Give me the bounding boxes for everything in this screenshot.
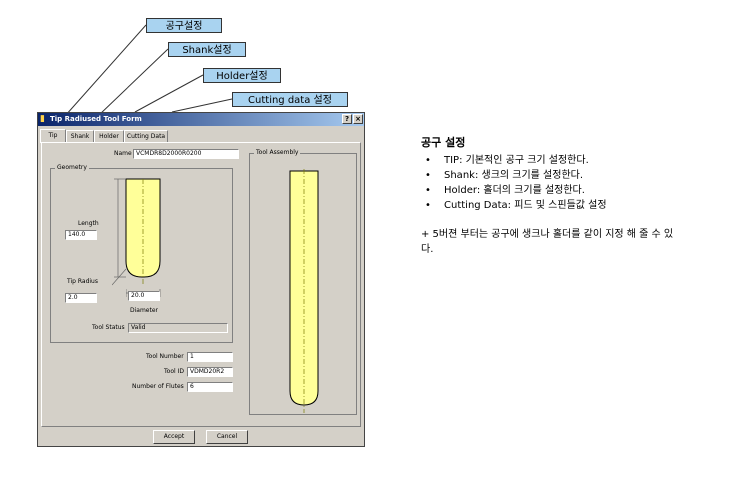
tool-status-label: Tool Status xyxy=(92,324,125,331)
name-label: Name xyxy=(114,150,132,157)
tool-number-label: Tool Number xyxy=(146,353,184,360)
tool-assembly-group: Tool Assembly xyxy=(249,149,357,415)
callout-cutting-data-settings: Cutting data 설정 xyxy=(232,92,348,107)
bullet-icon: • xyxy=(425,185,431,196)
version-note: + 5버젼 부터는 공구에 생크나 홀더를 같이 지정 해 줄 수 있다. xyxy=(421,229,674,255)
help-button[interactable]: ? xyxy=(342,114,352,124)
description-block: 공구 설정 •TIP: 기본적인 공구 크기 설정한다. •Shank: 생크의… xyxy=(421,136,721,257)
callout-holder-settings: Holder설정 xyxy=(203,68,281,83)
description-list: •TIP: 기본적인 공구 크기 설정한다. •Shank: 생크의 크기를 설… xyxy=(421,153,721,213)
tool-assembly-diagram xyxy=(289,169,319,413)
dialog-title: Tip Radiused Tool Form xyxy=(50,115,142,123)
tab-tip[interactable]: Tip xyxy=(40,129,66,143)
length-label: Length xyxy=(78,220,99,227)
list-item: •Cutting Data: 피드 및 스핀들값 설정 xyxy=(425,200,607,211)
tab-holder[interactable]: Holder xyxy=(94,130,124,142)
tool-status-field: Valid xyxy=(128,323,228,333)
bullet-icon: • xyxy=(425,155,431,166)
geometry-group: Geometry xyxy=(50,164,233,343)
tab-cutting-data[interactable]: Cutting Data xyxy=(124,130,168,142)
tool-number-input[interactable]: 1 xyxy=(187,352,233,362)
tool-assembly-title: Tool Assembly xyxy=(254,149,301,157)
list-item: •Shank: 생크의 크기를 설정한다. xyxy=(425,170,584,181)
tool-form-dialog: ▮ Tip Radiused Tool Form ? × Tip Shank H… xyxy=(37,112,365,447)
length-input[interactable]: 140.0 xyxy=(65,230,97,240)
diameter-label: Diameter xyxy=(130,307,159,314)
bullet-icon: • xyxy=(425,200,431,211)
tip-geometry-diagram xyxy=(112,178,161,286)
diameter-input[interactable]: 20.0 xyxy=(128,291,160,301)
tool-id-label: Tool ID xyxy=(164,368,184,375)
tip-radius-label: Tip Radius xyxy=(67,278,98,285)
cancel-button[interactable]: Cancel xyxy=(206,430,248,444)
tip-tab-panel: Name VCMDR8D2000R0200 Geometry Length 14… xyxy=(41,142,361,427)
name-input[interactable]: VCMDR8D2000R0200 xyxy=(133,149,239,159)
geometry-title: Geometry xyxy=(55,164,89,172)
tip-radius-input[interactable]: 2.0 xyxy=(65,293,97,303)
callout-shank-settings: Shank설정 xyxy=(168,42,246,57)
list-item: •TIP: 기본적인 공구 크기 설정한다. xyxy=(425,155,589,166)
tab-shank[interactable]: Shank xyxy=(66,130,94,142)
description-title: 공구 설정 xyxy=(421,136,466,149)
close-button[interactable]: × xyxy=(353,114,363,124)
accept-button[interactable]: Accept xyxy=(153,430,195,444)
tool-id-input[interactable]: VDMD20R2 xyxy=(187,367,233,377)
bullet-icon: • xyxy=(425,170,431,181)
list-item: •Holder: 홀더의 크기를 설정한다. xyxy=(425,185,585,196)
callout-tool-settings: 공구설정 xyxy=(146,18,222,33)
dialog-title-bar[interactable]: ▮ Tip Radiused Tool Form ? × xyxy=(38,113,364,126)
flutes-input[interactable]: 6 xyxy=(187,382,233,392)
app-icon: ▮ xyxy=(40,114,45,124)
flutes-label: Number of Flutes xyxy=(132,383,184,390)
